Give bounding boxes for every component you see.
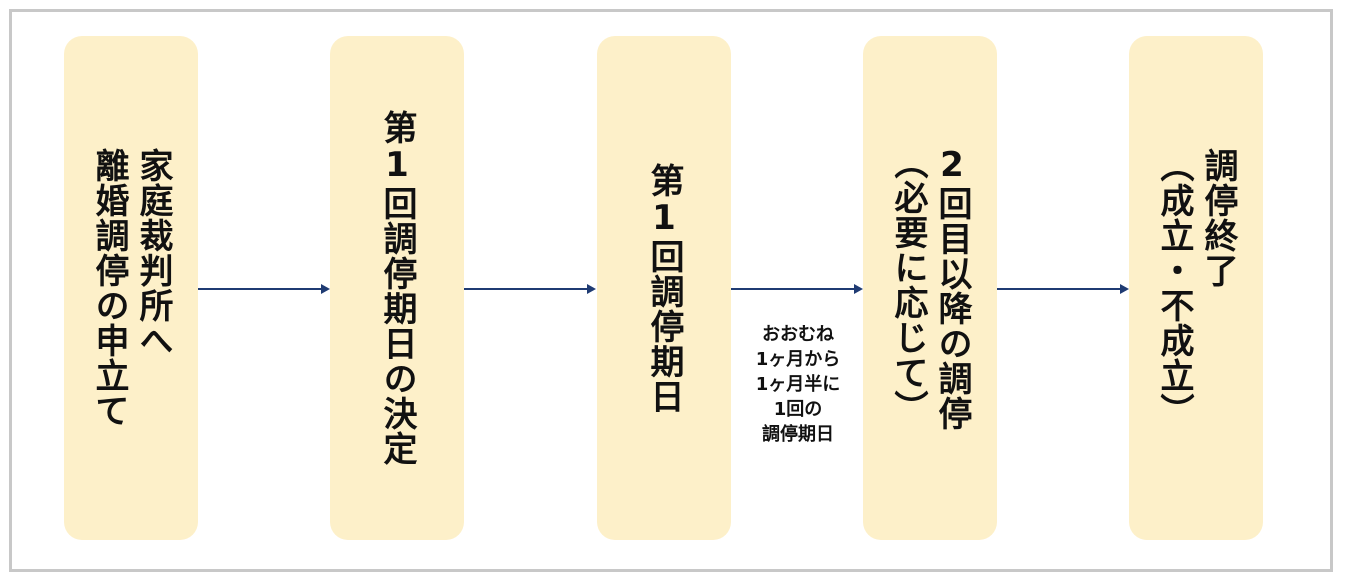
step-3-box: 第1回調停期日	[597, 36, 731, 540]
step-1-label: 家庭裁判所へ 離婚調停の申立て	[89, 148, 173, 428]
step-3-label: 第1回調停期日	[644, 162, 684, 414]
step-5-box: 調停終了 （成立・不成立）	[1129, 36, 1263, 540]
step-4-label: 2回目以降の調停 （必要に応じて）	[888, 145, 972, 431]
step-5-label: 調停終了 （成立・不成立）	[1154, 148, 1238, 428]
step-4-box: 2回目以降の調停 （必要に応じて）	[863, 36, 997, 540]
arrow-4-5	[997, 284, 1129, 294]
step-2-box: 第1回調停期日の決定	[330, 36, 464, 540]
arrow-2-3	[464, 284, 596, 294]
arrow-3-4	[731, 284, 863, 294]
interval-note: おおむね 1ヶ月から 1ヶ月半に 1回の 調停期日	[755, 324, 841, 445]
arrow-1-2	[198, 284, 330, 294]
step-1-box: 家庭裁判所へ 離婚調停の申立て	[64, 36, 198, 540]
step-2-label: 第1回調停期日の決定	[377, 110, 417, 466]
